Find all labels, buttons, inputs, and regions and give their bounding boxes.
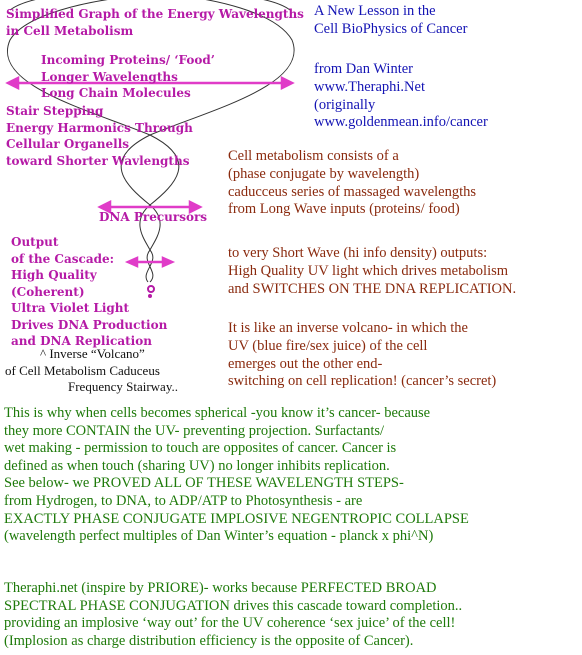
diagram-caption: ^ Inverse “Volcano” of Cell Metabolism C… bbox=[5, 346, 178, 394]
stair-stepping-label: Stair Stepping Energy Harmonics Through … bbox=[6, 104, 193, 168]
output-node-icon bbox=[147, 285, 155, 293]
inputs-label: Incoming Proteins/ ‘Food’ Longer Wavelen… bbox=[41, 53, 215, 100]
goldenmean-link[interactable]: www.goldenmean.info/cancer bbox=[314, 114, 488, 131]
short-wave-paragraph: to very Short Wave (hi info density) out… bbox=[228, 245, 517, 297]
caduceus-strand-left bbox=[7, 0, 291, 283]
inverse-volcano-paragraph: It is like an inverse volcano- in which … bbox=[228, 320, 497, 390]
output-label: Output of the Cascade: High Quality (Coh… bbox=[11, 235, 168, 348]
author-block: from Dan Winter www.Theraphi.Net (origin… bbox=[314, 61, 488, 131]
theraphi-link[interactable]: www.Theraphi.Net bbox=[314, 78, 425, 95]
diagram-title: Simplified Graph of the Energy Wavelengt… bbox=[6, 7, 304, 38]
theraphi-paragraph: Theraphi.net (inspire by PRIORE)- works … bbox=[4, 580, 463, 649]
arrow-input bbox=[5, 75, 295, 91]
arrow-output bbox=[124, 256, 176, 268]
cancer-explanation-paragraph: This is why when cells becomes spherical… bbox=[4, 405, 469, 545]
arrow-dna-precursors bbox=[97, 199, 203, 215]
dna-precursors-label: DNA Precursors bbox=[99, 210, 208, 224]
caduceus-strand-right bbox=[9, 0, 295, 283]
metabolism-paragraph: Cell metabolism consists of a (phase con… bbox=[228, 148, 477, 218]
lesson-heading: A New Lesson in the Cell BioPhysics of C… bbox=[314, 3, 468, 37]
